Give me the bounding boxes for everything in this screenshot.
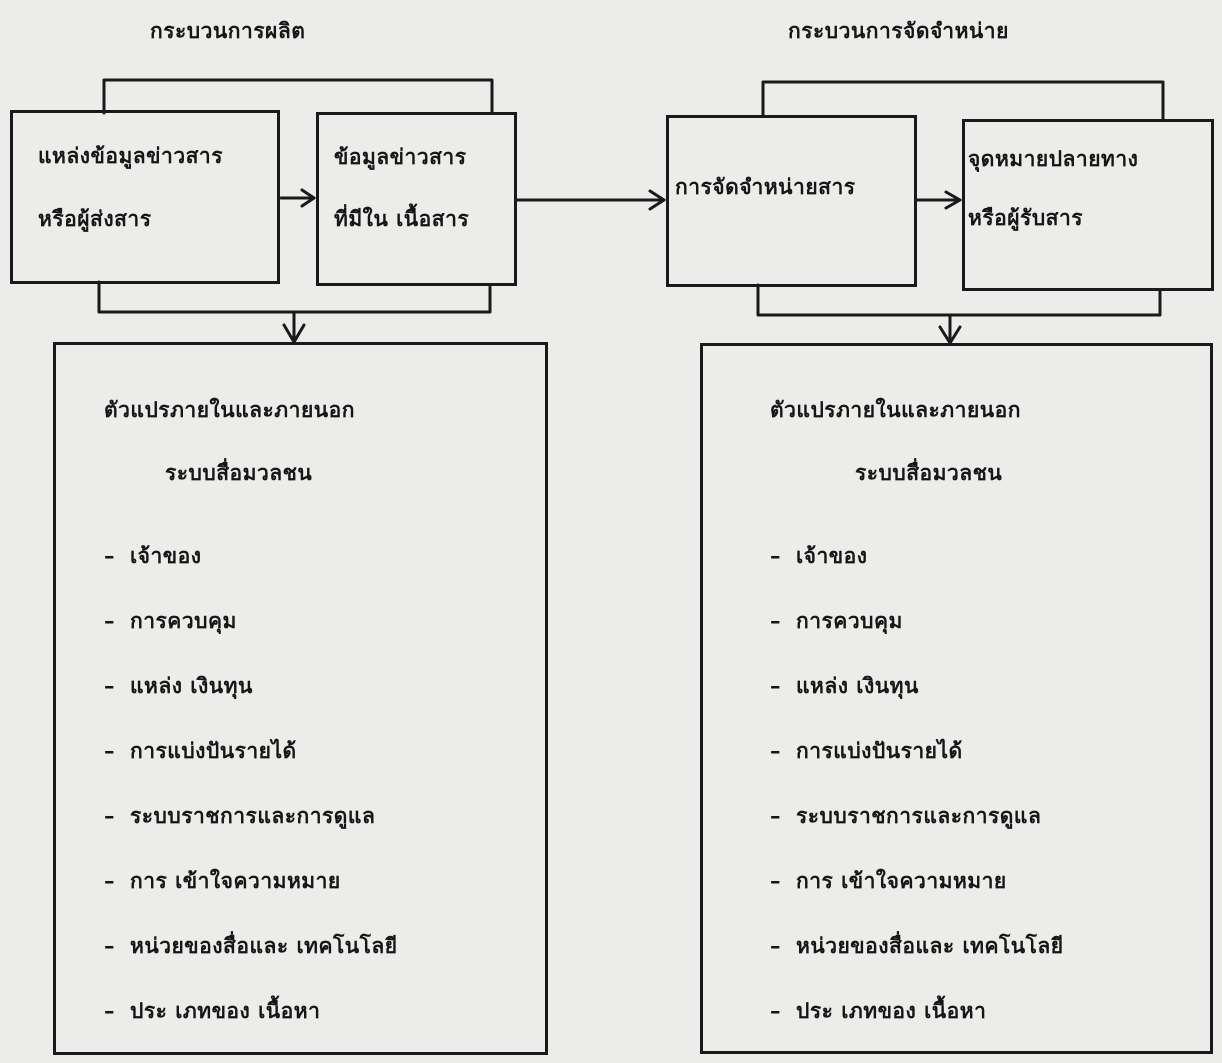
bullet-dash: – bbox=[770, 933, 781, 958]
list-item-text: การควบคุม bbox=[796, 608, 903, 633]
distribution-top-bracket bbox=[761, 80, 1165, 122]
list-item-text: การควบคุม bbox=[130, 608, 237, 633]
list-item: –เจ้าของ bbox=[104, 543, 398, 608]
list-item: –การควบคุม bbox=[104, 608, 398, 673]
bullet-dash: – bbox=[770, 738, 781, 763]
production-variables-title: ตัวแปรภายในและภายนอก bbox=[104, 397, 355, 422]
arrowhead-source-to-content bbox=[300, 188, 316, 208]
list-item: –ประ เภทของ เนื้อหา bbox=[770, 998, 1064, 1063]
production-bottom-bracket bbox=[97, 280, 492, 314]
source-box-line2: หรือผู้ส่งสาร bbox=[38, 206, 152, 231]
list-item: –การแบ่งปันรายได้ bbox=[104, 738, 398, 803]
destination-box bbox=[962, 119, 1214, 291]
list-item-text: การแบ่งปันรายได้ bbox=[130, 738, 297, 763]
bullet-dash: – bbox=[104, 933, 115, 958]
source-box-line1: แหล่งข้อมูลข่าวสาร bbox=[38, 143, 224, 168]
list-item: –การแบ่งปันรายได้ bbox=[770, 738, 1064, 803]
content-box bbox=[316, 112, 517, 286]
bullet-dash: – bbox=[104, 673, 115, 698]
distribution-box-line1: การจัดจำหน่ายสาร bbox=[675, 174, 856, 199]
list-item: –ระบบราชการและการดูแล bbox=[770, 803, 1064, 868]
list-item-text: การแบ่งปันรายได้ bbox=[796, 738, 963, 763]
list-item: –ระบบราชการและการดูแล bbox=[104, 803, 398, 868]
bullet-dash: – bbox=[104, 738, 115, 763]
list-item: –หน่วยของสื่อและ เทคโนโลยี bbox=[770, 933, 1064, 998]
content-box-line2: ที่มีใน เนื้อสาร bbox=[334, 206, 470, 231]
production-process-heading: กระบวนการผลิต bbox=[150, 18, 306, 43]
list-item: –หน่วยของสื่อและ เทคโนโลยี bbox=[104, 933, 398, 998]
list-item-text: การ เข้าใจความหมาย bbox=[796, 868, 1007, 893]
list-item: –การ เข้าใจความหมาย bbox=[770, 868, 1064, 933]
bullet-dash: – bbox=[104, 608, 115, 633]
destination-box-line2: หรือผู้รับสาร bbox=[968, 205, 1084, 230]
list-item-text: หน่วยของสื่อและ เทคโนโลยี bbox=[796, 933, 1064, 958]
list-item: –เจ้าของ bbox=[770, 543, 1064, 608]
distribution-variables-list: –เจ้าของ –การควบคุม –แหล่ง เงินทุน –การแ… bbox=[770, 543, 1064, 1063]
list-item-text: ประ เภทของ เนื้อหา bbox=[130, 998, 321, 1023]
list-item-text: เจ้าของ bbox=[130, 543, 202, 568]
list-item-text: แหล่ง เงินทุน bbox=[130, 673, 253, 698]
source-box bbox=[10, 110, 280, 284]
bullet-dash: – bbox=[770, 868, 781, 893]
production-variables-subtitle: ระบบสื่อมวลชน bbox=[165, 460, 313, 485]
production-variables-panel bbox=[53, 342, 548, 1055]
bullet-dash: – bbox=[770, 998, 781, 1023]
list-item-text: เจ้าของ bbox=[796, 543, 868, 568]
list-item: –แหล่ง เงินทุน bbox=[770, 673, 1064, 738]
list-item-text: แหล่ง เงินทุน bbox=[796, 673, 919, 698]
bullet-dash: – bbox=[770, 803, 781, 828]
bullet-dash: – bbox=[104, 543, 115, 568]
distribution-process-heading: กระบวนการจัดจำหน่าย bbox=[788, 18, 1009, 43]
bullet-dash: – bbox=[104, 998, 115, 1023]
arrowhead-content-to-distribution bbox=[648, 189, 666, 211]
bullet-dash: – bbox=[770, 673, 781, 698]
list-item-text: ประ เภทของ เนื้อหา bbox=[796, 998, 987, 1023]
bullet-dash: – bbox=[770, 608, 781, 633]
arrowhead-distribution-to-destination bbox=[944, 190, 962, 210]
bullet-dash: – bbox=[104, 868, 115, 893]
production-variables-list: –เจ้าของ –การควบคุม –แหล่ง เงินทุน –การแ… bbox=[104, 543, 398, 1063]
list-item: –แหล่ง เงินทุน bbox=[104, 673, 398, 738]
distribution-box bbox=[666, 115, 917, 287]
distribution-variables-subtitle: ระบบสื่อมวลชน bbox=[855, 460, 1003, 485]
production-top-bracket bbox=[102, 78, 494, 115]
distribution-variables-title: ตัวแปรภายในและภายนอก bbox=[770, 397, 1021, 422]
content-box-line1: ข้อมูลข่าวสาร bbox=[334, 144, 467, 169]
destination-box-line1: จุดหมายปลายทาง bbox=[968, 146, 1139, 171]
list-item-text: ระบบราชการและการดูแล bbox=[796, 803, 1042, 828]
bullet-dash: – bbox=[104, 803, 115, 828]
list-item-text: การ เข้าใจความหมาย bbox=[130, 868, 341, 893]
distribution-bottom-bracket bbox=[756, 283, 1162, 317]
list-item: –การควบคุม bbox=[770, 608, 1064, 673]
bullet-dash: – bbox=[770, 543, 781, 568]
list-item: –การ เข้าใจความหมาย bbox=[104, 868, 398, 933]
distribution-variables-panel bbox=[700, 343, 1213, 1054]
list-item: –ประ เภทของ เนื้อหา bbox=[104, 998, 398, 1063]
list-item-text: หน่วยของสื่อและ เทคโนโลยี bbox=[130, 933, 398, 958]
list-item-text: ระบบราชการและการดูแล bbox=[130, 803, 376, 828]
